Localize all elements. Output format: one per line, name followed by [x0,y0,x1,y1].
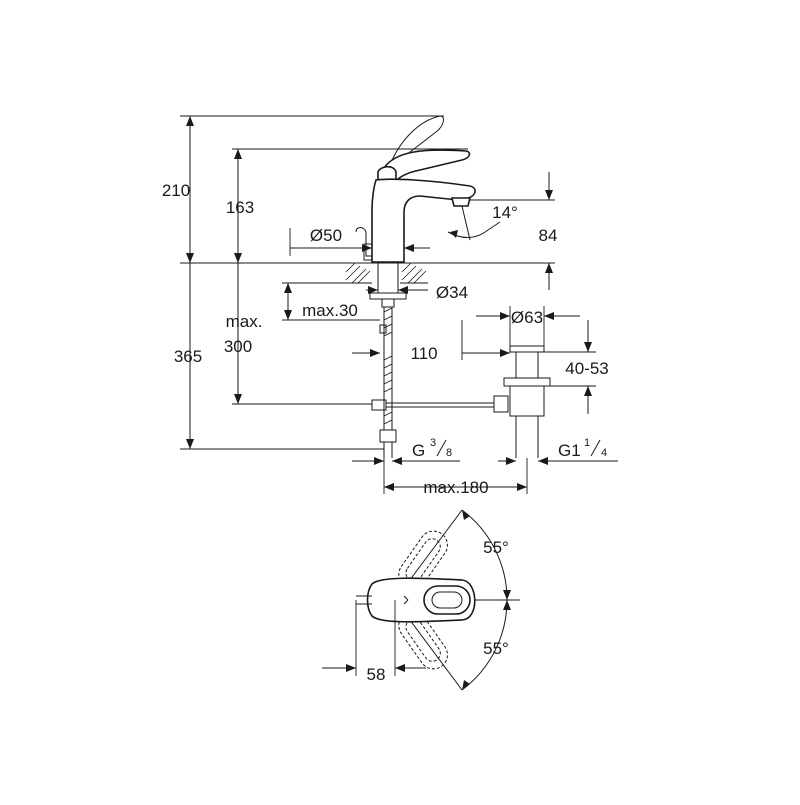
dim-84: 84 [539,226,558,245]
dim-g1-thread: G1 [558,441,581,460]
rod-pivot [493,395,509,413]
waste-nut [503,377,551,387]
side-view: 210 163 Ø50 14° 84 Ø34 [162,115,618,497]
lever [383,149,471,184]
angle-55-upper: 55° [483,538,509,557]
dim-diam-34: Ø34 [436,283,468,302]
aerator [450,197,472,207]
waste-assembly [493,345,551,458]
dim-max-label: max. [226,312,263,331]
dim-210: 210 [162,181,190,200]
swing-arc-lower [461,599,508,691]
dim-40-53: 40-53 [565,359,608,378]
dim-g-numerator: 3 [430,437,436,449]
underside-assembly [369,262,494,458]
dim-163: 163 [226,198,254,217]
hose-connector [379,429,397,443]
lever-top-ring [423,585,471,615]
dim-g1-denominator: 4 [601,447,607,459]
dim-g1-numerator: 1 [584,437,590,449]
rod-clip [379,324,387,334]
waste-body [515,351,539,379]
fixing-nut [369,292,407,300]
shank [377,262,399,294]
dim-g-thread: G [412,441,425,460]
dim-diam-50: Ø50 [310,226,342,245]
angle-55-lower: 55° [483,639,509,658]
popup-rod-head [363,243,373,261]
dim-g-denominator: 8 [446,447,452,459]
waste-flange [509,345,545,353]
swing-arc-upper [461,509,508,601]
waste-lower [509,385,545,417]
dim-max-30: max.30 [302,301,358,320]
nut-lower [381,298,395,308]
dim-58: 58 [367,665,386,684]
dim-300: 300 [224,337,252,356]
faucet-body [355,115,476,263]
top-view: 55° 55° 58 [322,509,520,691]
rod-connector [371,399,387,411]
dim-angle-14: 14° [492,203,518,222]
dim-110: 110 [410,344,437,363]
dim-max-180: max.180 [423,478,488,497]
spout [371,178,476,263]
dim-365: 365 [174,347,202,366]
popup-knob [355,227,372,257]
dim-diam-63: Ø63 [511,308,543,327]
lever-top-inner [431,591,463,609]
countertop-hatch [345,262,428,284]
